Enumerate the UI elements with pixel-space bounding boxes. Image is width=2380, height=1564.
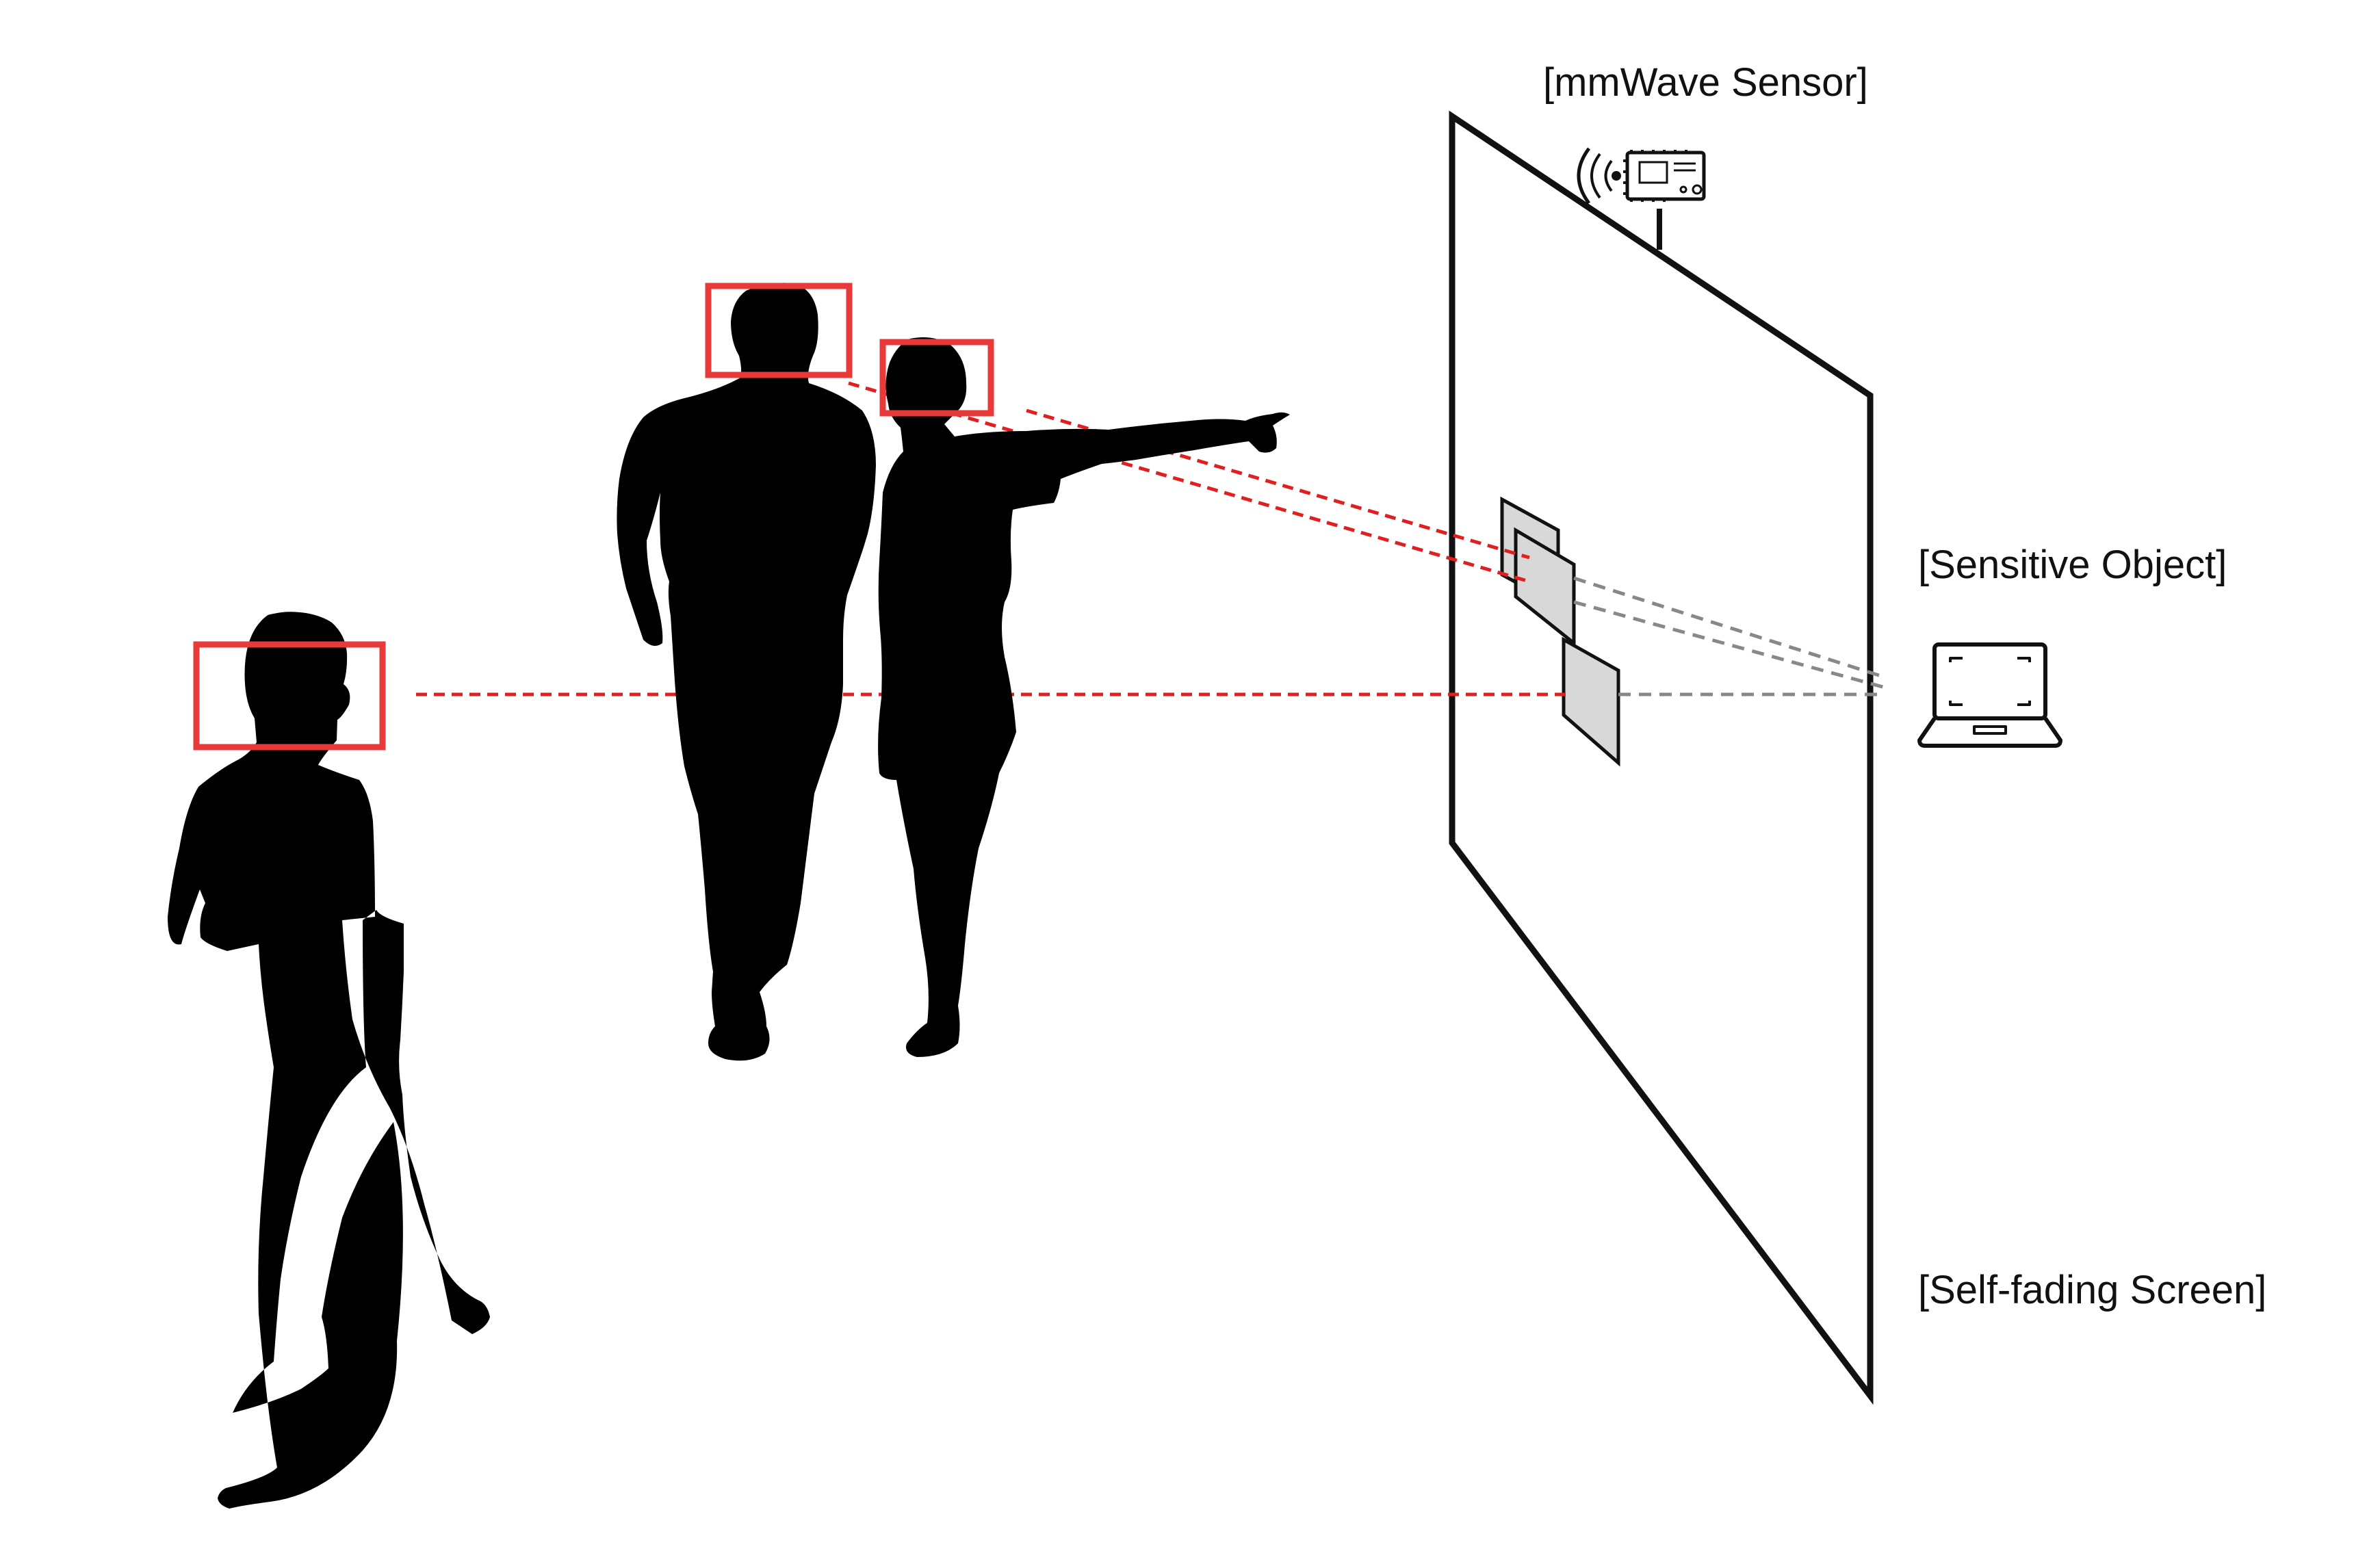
sight-line-man [848,381,1530,584]
shadow-patch-lower [1562,636,1620,767]
face-box-walker [193,641,386,751]
sensor-label: [mmWave Sensor] [1543,60,1868,105]
screen-label: [Self-fading Screen] [1918,1268,2266,1312]
walking-person-silhouette [168,612,490,1509]
face-detection-boxes [193,283,994,751]
pointing-woman-silhouette [878,337,1290,1057]
projection-lines [1573,576,1886,696]
laptop-icon [1917,642,2062,748]
object-label: [Sensitive Object] [1918,543,2227,587]
face-box-man [705,283,853,378]
sight-line-woman [1026,408,1530,560]
self-fading-screen [1449,110,1874,1405]
projected-shadows [1500,496,1620,767]
standing-man-silhouette [617,283,876,1061]
face-box-woman [879,339,994,417]
shadow-patch-front [1514,527,1576,647]
mmwave-board-icon [1577,147,1706,205]
